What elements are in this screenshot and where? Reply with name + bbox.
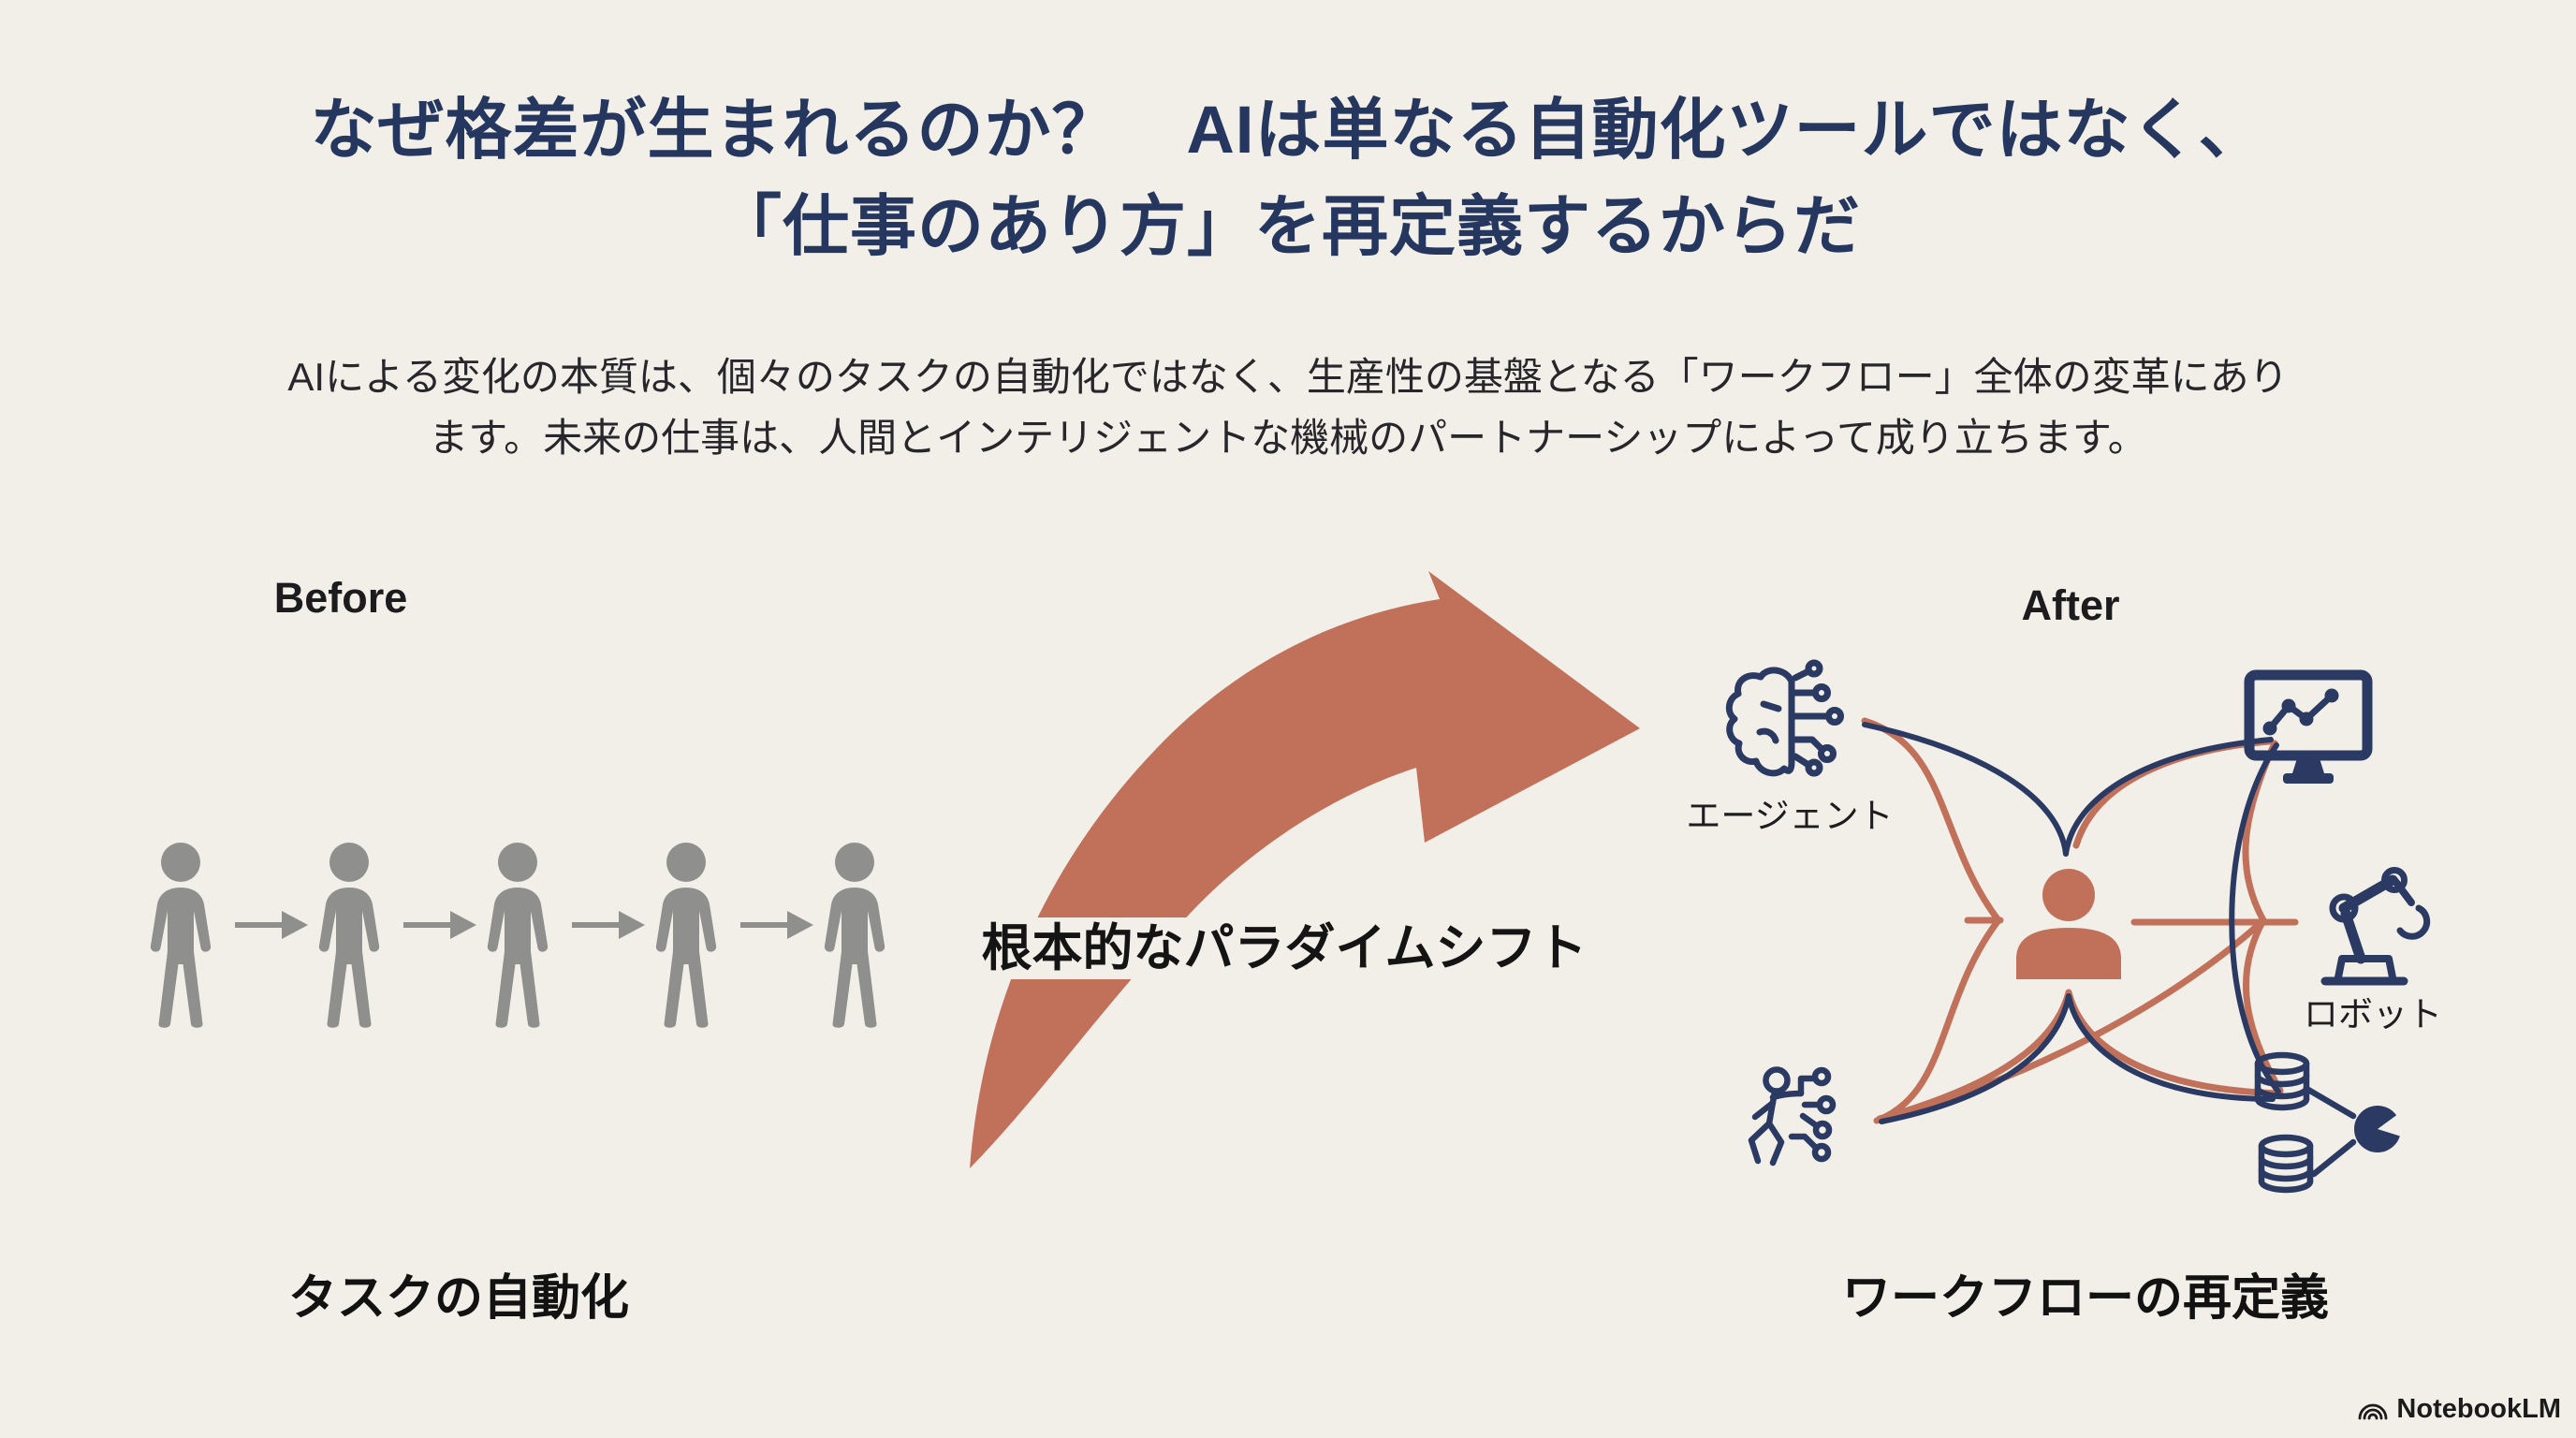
after-caption: ワークフローの再定義 [1841, 1271, 2329, 1326]
slide-title-line1: なぜ格差が生まれるのか？ AIは単なる自動化ツールではなく、 [310, 94, 2266, 168]
transition-label: 根本的なパラダイムシフト [945, 917, 1623, 980]
person-silhouette-icon [655, 843, 717, 1028]
person-silhouette-icon [824, 843, 886, 1028]
transition-label-text: 根本的なパラダイムシフト [968, 917, 1601, 980]
robot-node-label: ロボット [2304, 995, 2442, 1034]
person-silhouette-icon [487, 843, 549, 1028]
before-workflow-figures [150, 843, 886, 1028]
right-arrow-icon [403, 911, 476, 939]
workflow-connector-curves-terracotta [1861, 717, 2299, 1124]
database-network-icon [2254, 1051, 2408, 1194]
right-arrow-icon [235, 911, 308, 939]
right-arrow-icon [572, 911, 645, 939]
person-icon [2016, 869, 2121, 979]
workflow-connector-curves-navy [1862, 722, 2281, 1124]
monitor-chart-icon [2244, 669, 2373, 784]
brand-name: NotebookLM [2396, 1393, 2561, 1424]
brain-circuit-icon [1725, 659, 1844, 777]
slide-title: なぜ格差が生まれるのか？ AIは単なる自動化ツールではなく、 「仕事のあり方」を… [0, 82, 2576, 275]
slide-subtitle: AIによる変化の本質は、個々のタスクの自動化ではなく、生産性の基盤となる「ワーク… [0, 346, 2576, 468]
after-label: After [2021, 581, 2120, 629]
curved-swoosh-arrow [970, 571, 1640, 1168]
right-arrow-icon [740, 911, 813, 939]
before-caption: タスクの自動化 [287, 1271, 629, 1326]
before-label: Before [273, 574, 408, 622]
brand-footer: NotebookLM [2357, 1393, 2561, 1425]
agent-node-label: エージェント [1686, 797, 1894, 835]
slide-subtitle-line2: ます。未来の仕事は、人間とインテリジェントな機械のパートナーシップによって成り立… [429, 416, 2147, 460]
after-workflow-diagram [1725, 659, 2431, 1194]
slide-subtitle-line1: AIによる変化の本質は、個々のタスクの自動化ではなく、生産性の基盤となる「ワーク… [287, 355, 2289, 399]
slide-title-line2: 「仕事のあり方」を再定義するからだ [714, 190, 1861, 264]
person-silhouette-icon [318, 843, 380, 1028]
person-silhouette-icon [150, 843, 212, 1028]
notebooklm-logo-icon [2359, 1403, 2388, 1420]
robot-arm-icon [2320, 867, 2431, 986]
person-circuit-icon [1748, 1066, 1837, 1167]
